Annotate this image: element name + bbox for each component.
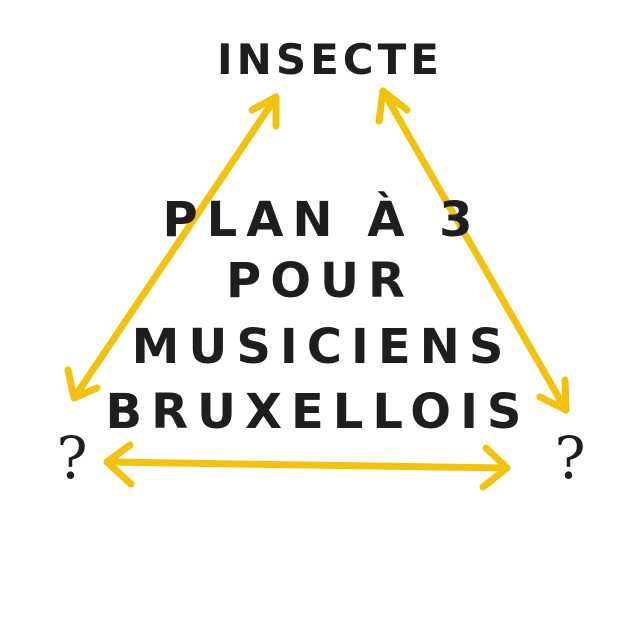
bottom-edge-arrow [103, 441, 511, 491]
center-line-2: POUR [226, 253, 414, 309]
left-edge-arrow [64, 93, 280, 402]
right-edge-arrow [375, 87, 570, 414]
right-node-question-mark: ? [554, 424, 585, 492]
left-node-question-mark: ? [56, 424, 87, 492]
center-line-3: MUSICIENS [132, 319, 513, 375]
center-line-1: PLAN À 3 [162, 191, 481, 248]
center-line-4: BRUXELLOIS [105, 384, 530, 440]
top-node-label: INSECTE [217, 35, 443, 84]
